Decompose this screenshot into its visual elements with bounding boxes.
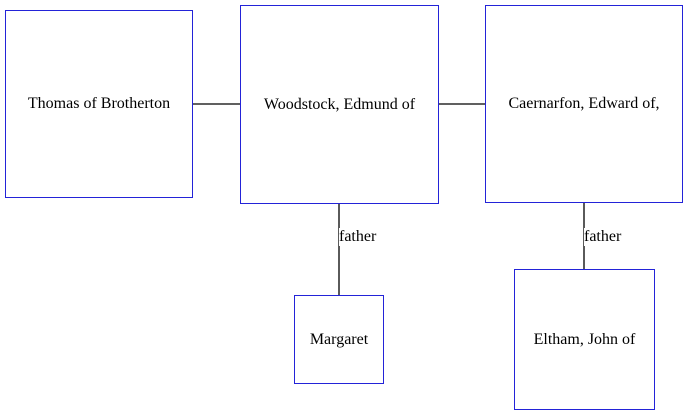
edge-label-father: father	[339, 228, 377, 246]
node-margaret[interactable]: Margaret	[294, 295, 384, 384]
node-label: Margaret	[309, 330, 369, 348]
node-label: Thomas of Brotherton	[27, 95, 171, 112]
edge-label-father: father	[584, 228, 622, 246]
node-thomas-of-brotherton[interactable]: Thomas of Brotherton	[5, 10, 193, 198]
node-edward-of-caernarfon[interactable]: Caernarfon, Edward of,	[485, 5, 683, 203]
node-label: Eltham, John of	[533, 330, 636, 348]
node-label: Caernarfon, Edward of,	[508, 95, 660, 112]
node-john-of-eltham[interactable]: Eltham, John of	[514, 269, 655, 410]
node-label: Woodstock, Edmund of	[263, 95, 416, 113]
node-edmund-of-woodstock[interactable]: Woodstock, Edmund of	[240, 5, 439, 204]
